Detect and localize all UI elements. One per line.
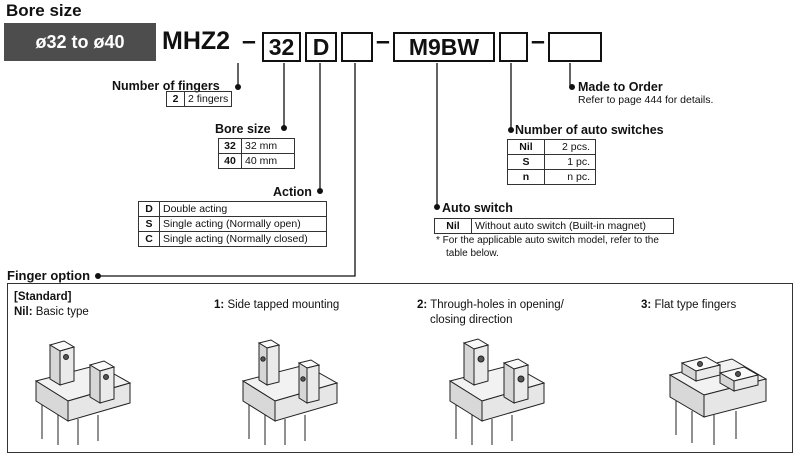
finger-option-label: Finger option: [7, 268, 91, 283]
gripper-through-holes-illustration: [448, 338, 546, 445]
auto-switch-note-2: table below.: [446, 248, 499, 259]
desc-cell: 2 fingers: [183, 91, 233, 107]
code-cell: 2: [166, 91, 185, 107]
bore-size-label: Bore size: [215, 122, 271, 136]
option-1-desc: Side tapped mounting: [227, 299, 340, 311]
code-cell: Nil: [507, 139, 545, 155]
made-to-order-box: [548, 32, 602, 62]
option-nil: Nil: Basic type: [14, 305, 89, 320]
auto-switch-label: Auto switch: [442, 201, 513, 215]
desc-cell: 40 mm: [241, 153, 295, 169]
made-to-order-label: Made to Order: [578, 80, 663, 94]
desc-cell: 32 mm: [241, 138, 295, 154]
dash-3: –: [531, 27, 545, 55]
auto-switch-note-1: * For the applicable auto switch model, …: [436, 235, 659, 246]
dot-auto-switch: [434, 204, 440, 210]
option-nil-code: Nil:: [14, 306, 33, 318]
option-nil-desc: Basic type: [35, 306, 89, 318]
desc-cell: Without auto switch (Built-in magnet): [471, 218, 674, 234]
code-cell: 32: [218, 138, 242, 154]
code-cell: D: [138, 201, 160, 217]
gripper-flat-fingers-illustration: [668, 356, 768, 445]
made-to-order-note: Refer to page 444 for details.: [578, 94, 714, 106]
desc-cell: 1 pc.: [544, 154, 596, 170]
code-cell: n: [507, 169, 545, 185]
code-cell: 40: [218, 153, 242, 169]
series-code: MHZ2: [162, 27, 231, 55]
dot-mto: [569, 84, 575, 90]
dot-fingers: [235, 84, 241, 90]
desc-cell: Single acting (Normally closed): [159, 231, 327, 247]
fingers-label: Number of fingers: [112, 79, 220, 93]
switch-code-box: M9BW: [393, 32, 495, 62]
option-3: 3: Flat type fingers: [641, 298, 736, 313]
page-title: Bore size: [6, 1, 82, 20]
option-2: 2: Through-holes in opening/: [417, 298, 564, 313]
gripper-basic-illustration: [34, 340, 132, 445]
code-cell: S: [138, 216, 160, 232]
dash-1: –: [242, 27, 256, 55]
dot-finger-option: [95, 273, 101, 279]
option-3-desc: Flat type fingers: [654, 299, 737, 311]
standard-label: [Standard]: [14, 291, 72, 303]
action-label: Action: [273, 185, 312, 199]
dash-2: –: [376, 27, 390, 55]
dot-action: [317, 188, 323, 194]
code-cell: Nil: [434, 218, 472, 234]
finger-option-panel: [7, 283, 793, 453]
option-3-code: 3:: [641, 299, 652, 311]
desc-cell: n pc.: [544, 169, 596, 185]
gripper-side-tapped-illustration: [241, 339, 339, 445]
code-cell: C: [138, 231, 160, 247]
bore-code-box: 32: [262, 32, 301, 62]
dot-num-switch: [508, 127, 514, 133]
code-cell: S: [507, 154, 545, 170]
bore-range-label: ø32 to ø40: [4, 23, 156, 61]
finger-option-box: [341, 32, 373, 62]
option-2-code: 2:: [417, 299, 428, 311]
desc-cell: Single acting (Normally open): [159, 216, 327, 232]
option-1: 1: Side tapped mounting: [214, 298, 339, 313]
action-code-box: D: [305, 32, 337, 62]
desc-cell: Double acting: [159, 201, 327, 217]
dot-bore: [281, 125, 287, 131]
num-switches-label: Number of auto switches: [515, 123, 664, 137]
option-2-desc-line2: closing direction: [430, 314, 513, 326]
option-1-code: 1:: [214, 299, 225, 311]
desc-cell: 2 pcs.: [544, 139, 596, 155]
option-2-desc: Through-holes in opening/: [430, 299, 564, 311]
num-switch-box: [499, 32, 528, 62]
